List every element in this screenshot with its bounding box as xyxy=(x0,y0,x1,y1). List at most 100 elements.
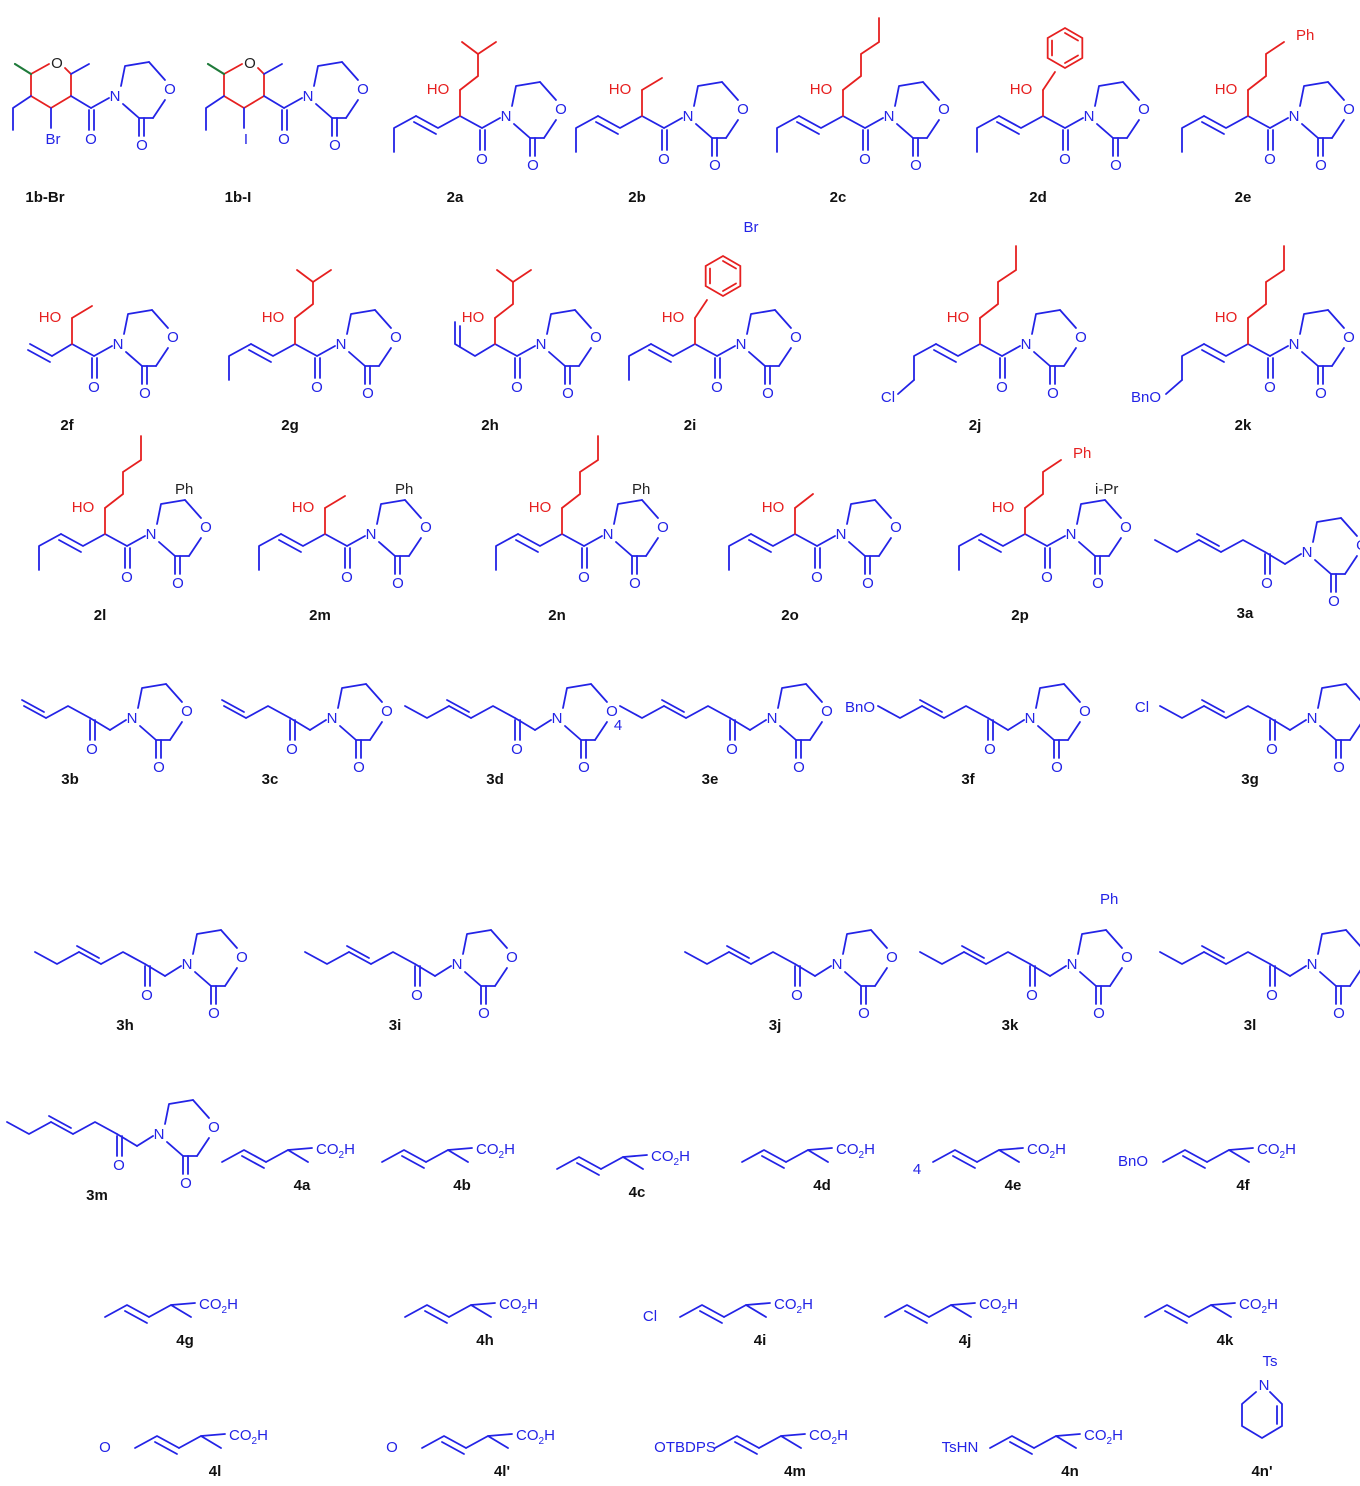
bond xyxy=(816,535,836,547)
bond xyxy=(154,1441,178,1455)
carbonyl-oxygen: O xyxy=(172,575,184,592)
bond xyxy=(1165,379,1183,395)
compound-label: 2k xyxy=(1235,417,1252,434)
bond xyxy=(434,965,452,977)
hydroxyl-label: HO xyxy=(529,499,552,516)
ring-oxygen: O xyxy=(1121,949,1133,966)
acid-group-text: CO2H xyxy=(1239,1296,1278,1316)
compound-3l: ONOO3l xyxy=(1159,929,1360,1034)
ring-oxygen: O xyxy=(1343,329,1355,346)
bond xyxy=(221,699,245,713)
ring-bond xyxy=(926,119,940,139)
ring-bond xyxy=(1299,81,1329,107)
nitrogen-atom: N xyxy=(1302,544,1313,561)
ring-bond xyxy=(365,683,383,703)
bond xyxy=(48,1115,72,1129)
bond xyxy=(100,951,146,965)
ring-oxygen: O xyxy=(1356,537,1360,554)
bond xyxy=(70,95,92,109)
ring-bond xyxy=(774,309,792,329)
ring-bond xyxy=(169,721,183,741)
bond xyxy=(324,533,348,547)
nitrogen-atom: N xyxy=(1289,336,1300,353)
bond xyxy=(312,269,332,283)
ring-bond xyxy=(779,725,811,741)
bond xyxy=(723,1304,767,1318)
ring-oxygen: O xyxy=(181,703,193,720)
ring-bond xyxy=(490,929,508,949)
ring-oxygen: O xyxy=(890,519,902,536)
bond xyxy=(1181,343,1205,381)
ring-bond xyxy=(1078,541,1110,557)
carbonyl-oxygen: O xyxy=(1110,157,1122,174)
carbonyl-oxygen: O xyxy=(996,379,1008,396)
bond xyxy=(1241,1391,1283,1439)
ring-bond xyxy=(1331,347,1345,367)
bond xyxy=(943,705,989,719)
bond xyxy=(699,1310,723,1324)
ring-bond xyxy=(139,725,171,741)
nitrogen-atom: N xyxy=(146,526,157,543)
bond xyxy=(1225,705,1271,719)
ring-bond xyxy=(511,81,541,107)
ring-bond xyxy=(1327,309,1345,329)
bond xyxy=(1201,945,1225,959)
tosyl-text: Ts xyxy=(1263,1353,1278,1370)
hydroxyl-label: HO xyxy=(39,309,62,326)
bond xyxy=(263,95,285,109)
bond xyxy=(316,345,336,357)
ring-bond xyxy=(894,81,924,107)
bond xyxy=(919,699,943,713)
ring-oxygen: O xyxy=(1079,703,1091,720)
bond xyxy=(595,121,619,135)
substituent-text: Cl xyxy=(1135,699,1149,716)
bond xyxy=(465,1435,509,1449)
carbonyl-oxygen: O xyxy=(329,137,341,154)
acid-group-text: CO2H xyxy=(979,1296,1018,1316)
bond xyxy=(1201,699,1225,713)
bond xyxy=(6,1121,52,1135)
bond xyxy=(104,1304,150,1318)
ring-bond xyxy=(778,347,792,367)
hydroxyl-label: HO xyxy=(427,81,450,98)
ring-bond xyxy=(1105,929,1123,949)
aromatic-double-bond xyxy=(1064,32,1079,42)
ring-bond xyxy=(1109,967,1123,987)
hydroxyl-label: HO xyxy=(1215,309,1238,326)
ring-bond xyxy=(1331,119,1345,139)
bond xyxy=(487,1433,513,1437)
hydroxyl-label: HO xyxy=(810,81,833,98)
ring-bond xyxy=(809,721,823,741)
bond xyxy=(641,115,665,129)
ring-bond xyxy=(578,347,592,367)
carbonyl-oxygen: O xyxy=(1264,151,1276,168)
ring-bond xyxy=(590,683,608,703)
bond xyxy=(278,539,302,553)
ring-oxygen: O xyxy=(244,55,256,72)
hydroxyl-label: HO xyxy=(992,499,1015,516)
bond xyxy=(932,1149,978,1163)
ring-bond xyxy=(641,499,659,519)
bond xyxy=(1203,705,1227,719)
compound-label: 3a xyxy=(1237,605,1254,622)
ring-bond xyxy=(874,967,888,987)
bond xyxy=(1269,963,1291,977)
ring-oxygen: O xyxy=(821,703,833,720)
nitrogen-atom: N xyxy=(767,710,778,727)
ring-bond xyxy=(313,61,343,87)
compound-label: 2m xyxy=(309,607,331,624)
bond xyxy=(987,717,1009,731)
bond xyxy=(1198,539,1222,553)
ring-bond xyxy=(341,61,359,81)
bond xyxy=(694,343,718,357)
bond xyxy=(748,539,772,553)
bond xyxy=(842,17,880,91)
ring-bond xyxy=(378,347,392,367)
ring-bond xyxy=(848,541,880,557)
compound-label: 4h xyxy=(476,1332,494,1349)
auxiliary-substituent: Ph xyxy=(632,481,650,498)
carbonyl-oxygen: O xyxy=(562,385,574,402)
